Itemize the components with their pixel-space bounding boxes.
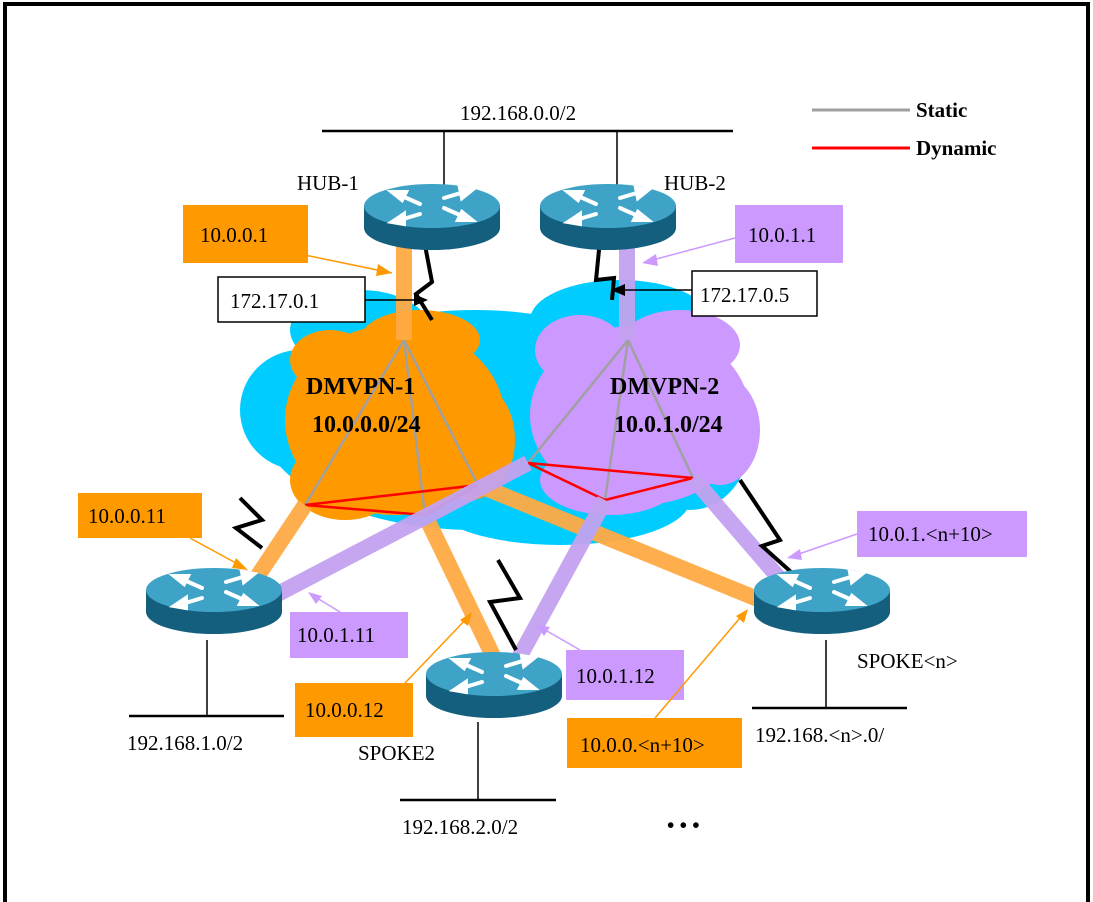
- spoken-name: SPOKE<n>: [857, 649, 958, 673]
- spoken-ip2-box: 10.0.1.<n+10>: [787, 511, 1027, 560]
- legend: Static Dynamic: [812, 98, 997, 160]
- svg-text:10.0.0.11: 10.0.0.11: [88, 504, 166, 528]
- hub2-name: HUB-2: [664, 171, 726, 195]
- spoken-router-icon: [752, 566, 892, 636]
- svg-text:172.17.0.1: 172.17.0.1: [230, 289, 319, 313]
- svg-text:10.0.1.<n+10>: 10.0.1.<n+10>: [868, 522, 993, 546]
- svg-text:10.0.1.1: 10.0.1.1: [748, 223, 816, 247]
- spoken-lan: 192.168.<n>.0/ SPOKE<n>: [752, 640, 958, 747]
- spoke1-ip2-box: 10.0.1.11: [290, 592, 408, 658]
- spoke1-lan-label: 192.168.1.0/2: [127, 731, 243, 755]
- dynamic-links-dmvpn2: [527, 461, 694, 502]
- spoke2-name: SPOKE2: [358, 741, 435, 765]
- dmvpn2-subnet: 10.0.1.0/24: [614, 412, 723, 438]
- svg-text:10.0.0.1: 10.0.0.1: [200, 223, 268, 247]
- spoken-ip1-box: 10.0.0.<n+10>: [567, 609, 748, 768]
- static-links-dmvpn1: [303, 339, 480, 516]
- hub1-public-ip-box: 172.17.0.1: [217, 276, 428, 323]
- spoke1-router-icon: [144, 566, 284, 636]
- hub-lan: 192.168.0.0/2: [322, 101, 733, 185]
- svg-text:10.0.1.12: 10.0.1.12: [576, 664, 655, 688]
- ellipsis: • • •: [667, 813, 700, 837]
- tunnels: [248, 240, 792, 669]
- dmvpn1-cloud: [285, 310, 515, 520]
- hub1-tunnel-ip-box: 10.0.0.1: [183, 205, 393, 276]
- hub2-public-ip-box: 172.17.0.5: [611, 270, 818, 317]
- outer-frame: [3, 2, 1090, 902]
- svg-text:10.0.0.<n+10>: 10.0.0.<n+10>: [580, 733, 705, 757]
- dmvpn2-cloud: [530, 310, 760, 515]
- legend-dynamic-label: Dynamic: [916, 136, 997, 160]
- hub-lan-label: 192.168.0.0/2: [460, 101, 576, 125]
- hub1-name: HUB-1: [297, 171, 359, 195]
- spoke2-ip1-box: 10.0.0.12: [295, 612, 472, 737]
- spoken-lan-label: 192.168.<n>.0/: [755, 723, 884, 747]
- legend-static-label: Static: [916, 98, 967, 122]
- dmvpn1-subnet: 10.0.0.0/24: [312, 412, 421, 438]
- hub2-tunnel-ip-box: 10.0.1.1: [642, 205, 843, 266]
- spoke2-lan-label: 192.168.2.0/2: [402, 815, 518, 839]
- hub2-router-icon: [538, 182, 678, 252]
- spoke1-lan: 192.168.1.0/2: [127, 640, 284, 755]
- svg-text:172.17.0.5: 172.17.0.5: [700, 283, 789, 307]
- spoke2-ip2-box: 10.0.1.12: [536, 625, 684, 700]
- hub1-router-icon: [362, 182, 502, 252]
- dmvpn2-name: DMVPN-2: [610, 374, 719, 400]
- svg-text:10.0.1.11: 10.0.1.11: [297, 623, 375, 647]
- svg-text:10.0.0.12: 10.0.0.12: [305, 698, 384, 722]
- serial-links: [231, 239, 802, 651]
- spoke1-ip1-box: 10.0.0.11: [78, 493, 248, 570]
- spoke2-lan: 192.168.2.0/2 SPOKE2: [358, 722, 556, 839]
- spoke2-router-icon: [424, 650, 564, 720]
- dmvpn1-name: DMVPN-1: [306, 374, 415, 400]
- static-links-dmvpn2: [527, 339, 695, 501]
